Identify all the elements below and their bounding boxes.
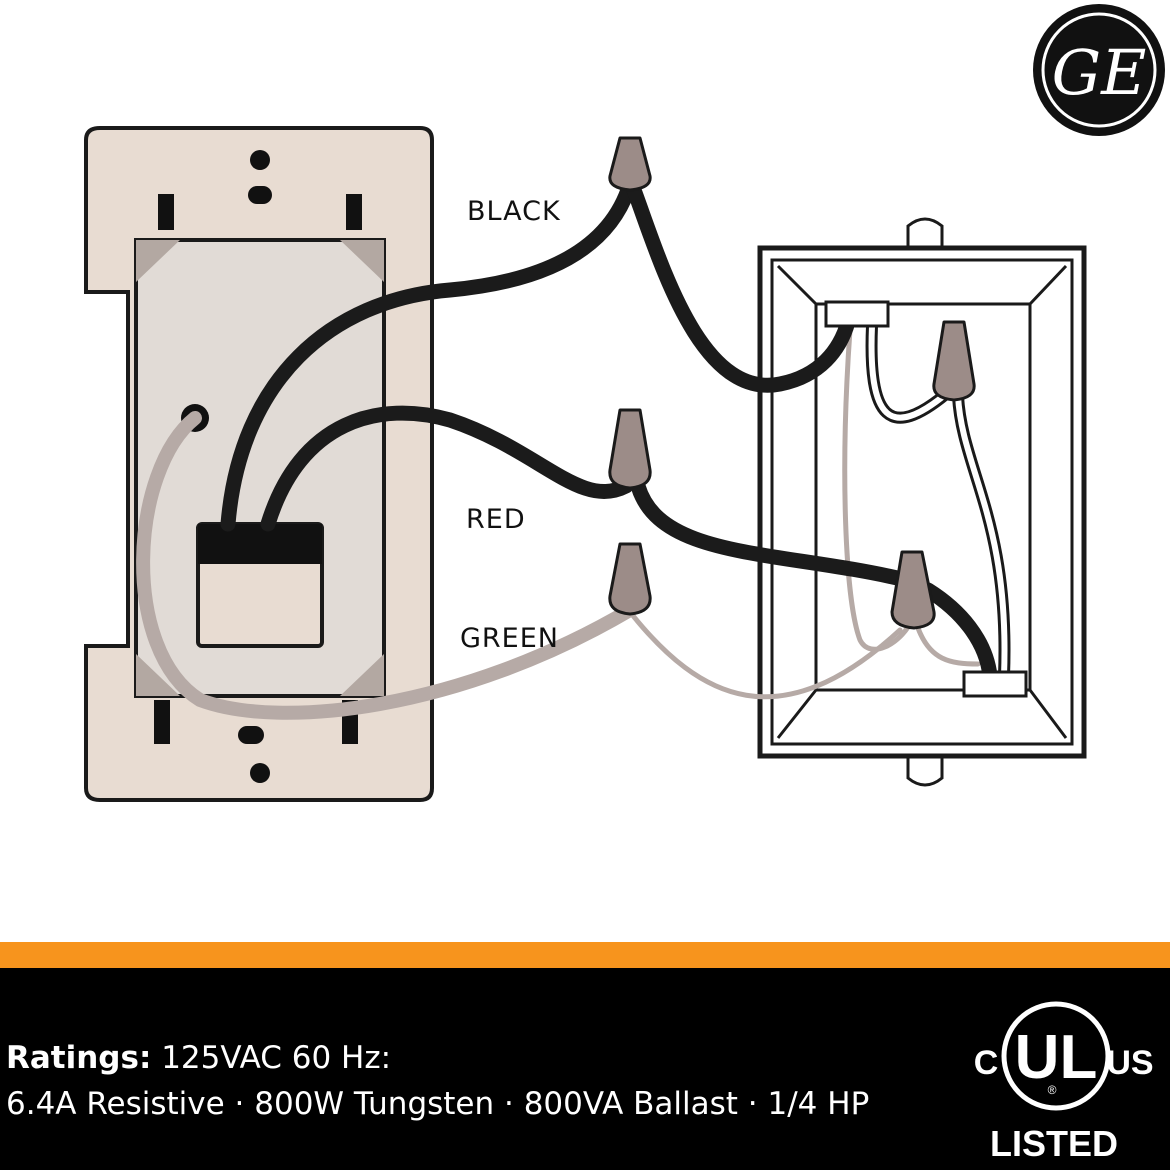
ratings-label: Ratings: xyxy=(6,1040,152,1076)
ul-us: US xyxy=(1106,1044,1153,1082)
wire-nut-box-neutral xyxy=(932,320,976,402)
junction-box xyxy=(757,217,1087,787)
ratings-line2: 6.4A Resistive · 800W Tungsten · 800VA B… xyxy=(6,1086,870,1122)
ul-c: C xyxy=(974,1044,999,1082)
wire-nut-green xyxy=(608,542,652,616)
switch-body xyxy=(134,238,386,698)
label-green: GREEN xyxy=(460,623,559,654)
label-red: RED xyxy=(466,504,526,535)
green-wires xyxy=(136,327,981,720)
wire-nut-black xyxy=(608,136,652,192)
ge-logo-text: GE xyxy=(1052,36,1147,109)
ul-registered: ® xyxy=(1048,1083,1057,1097)
ge-logo: GE xyxy=(1033,4,1165,136)
wire-nut-red xyxy=(608,408,652,490)
ul-mark-text: UL xyxy=(1015,1023,1098,1092)
black-wires xyxy=(220,182,998,684)
ratings-line1: Ratings: 125VAC 60 Hz: xyxy=(6,1040,391,1076)
ul-listed: LISTED xyxy=(990,1123,1118,1164)
label-black: BLACK xyxy=(467,196,561,227)
wire-nut-box-ground xyxy=(890,550,936,630)
wiring-diagram: GE xyxy=(84,4,1165,802)
ratings-voltage: 125VAC 60 Hz: xyxy=(151,1040,392,1076)
ul-listed-mark: UL ® C US LISTED xyxy=(974,1001,1154,1164)
white-wires xyxy=(865,320,1011,682)
footer: Ratings: 125VAC 60 Hz: 6.4A Resistive · … xyxy=(0,968,1170,1170)
orange-divider xyxy=(0,942,1170,968)
connector-blocks xyxy=(824,300,1028,698)
wire-nuts xyxy=(608,136,976,630)
